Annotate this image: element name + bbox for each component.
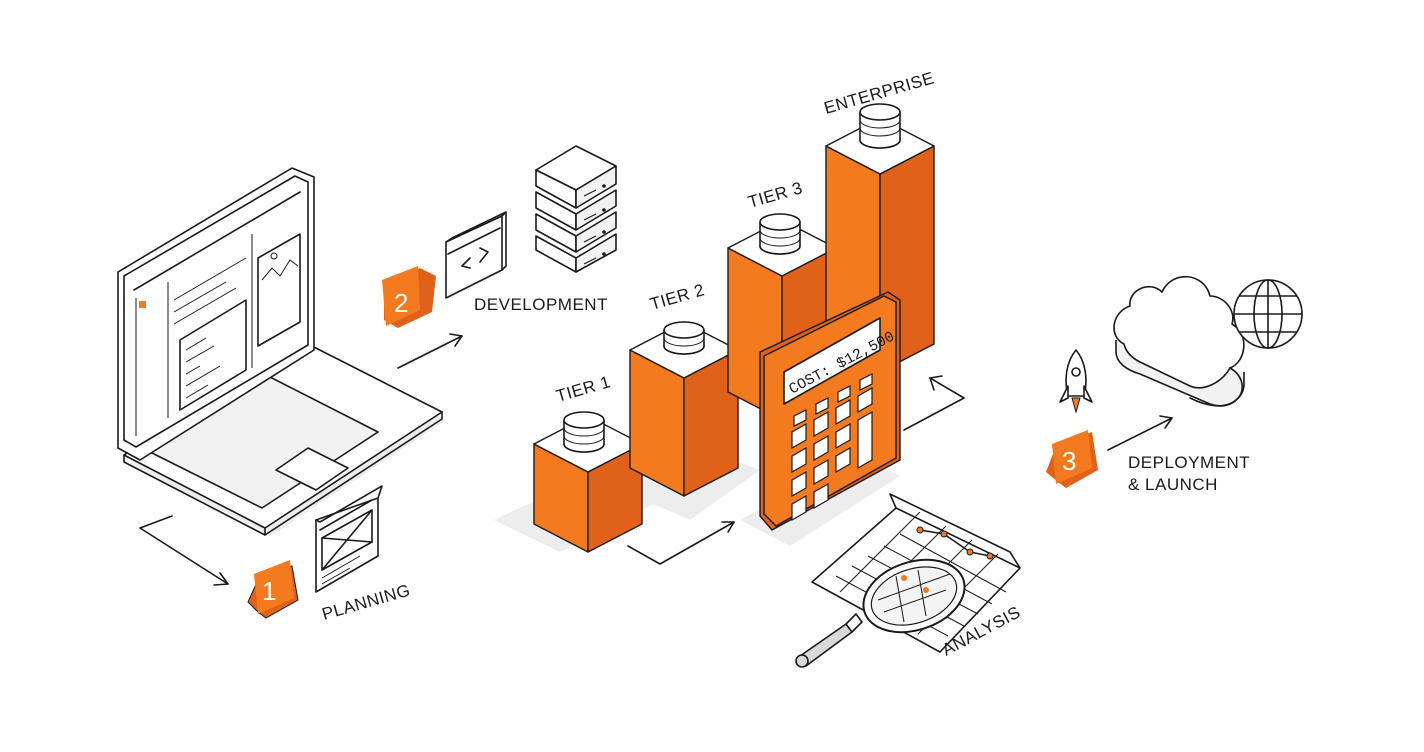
arrow-icon — [1107, 417, 1173, 451]
step-1-number: 1 — [262, 576, 276, 606]
step-3-label-line2: & LAUNCH — [1128, 475, 1218, 494]
wireframe-icon — [315, 485, 383, 593]
arrow-icon — [397, 335, 463, 369]
calculator-keys — [791, 373, 873, 522]
step-3-number: 3 — [1062, 446, 1076, 476]
arrow-icon — [903, 377, 965, 431]
tier-1-bar — [533, 415, 643, 553]
coins-icon — [859, 103, 901, 149]
magnifier-icon — [795, 558, 966, 668]
coins-icon — [563, 411, 605, 453]
step-badge-2: 2 — [382, 266, 436, 328]
tier-3-label: TIER 3 — [746, 178, 805, 212]
tier-2-bar — [629, 321, 739, 497]
server-stack-icon — [535, 145, 617, 273]
tier-2-label: TIER 2 — [648, 280, 707, 314]
calculator-icon — [759, 291, 901, 531]
screen-accent — [139, 301, 146, 308]
globe-icon — [1233, 279, 1303, 349]
step-1-label: PLANNING — [320, 581, 413, 624]
rocket-icon — [1059, 349, 1093, 414]
coins-icon — [663, 321, 705, 355]
tier-1-label: TIER 1 — [554, 372, 613, 406]
step-badge-1: 1 — [247, 560, 299, 619]
step-badge-3: 3 — [1046, 430, 1098, 488]
arrow-icon — [627, 521, 735, 565]
step-2-number: 2 — [394, 288, 408, 318]
laptop-icon — [117, 167, 446, 536]
step-3-label: DEPLOYMENT — [1128, 453, 1250, 472]
arrow-icon — [139, 515, 229, 585]
cloud-icon — [1113, 275, 1245, 407]
coins-icon — [759, 213, 801, 255]
code-window-icon — [445, 211, 507, 299]
step-2-label: DEVELOPMENT — [474, 295, 608, 314]
